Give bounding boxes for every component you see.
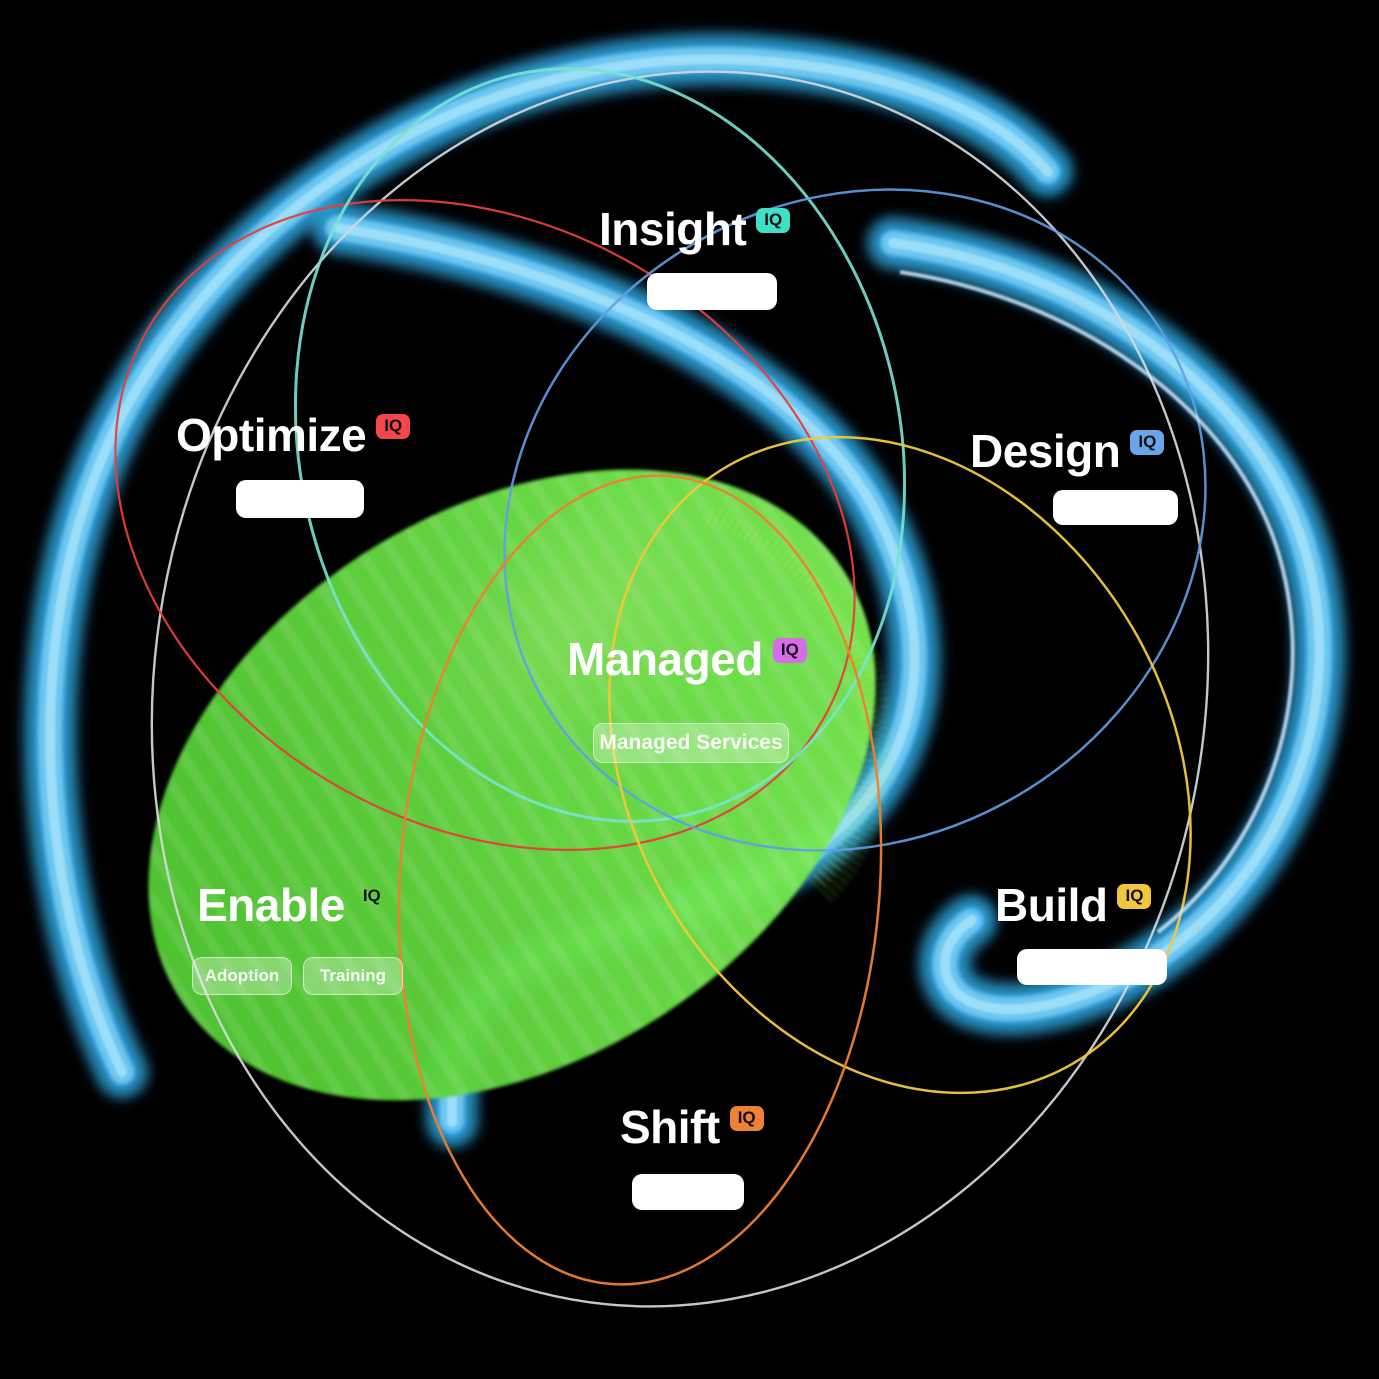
build-title: Build (995, 879, 1108, 931)
insight-iq-badge: IQ (756, 208, 791, 233)
orbit-outline-orange (397, 474, 883, 1286)
enable-iq-superscript: IQ (362, 886, 381, 905)
orbit-outline-yellow (608, 435, 1192, 1095)
insight-title: Insight (599, 203, 747, 255)
node-label-optimize: Optimize IQ (176, 409, 411, 461)
adoption-pill[interactable]: Adoption (192, 957, 292, 995)
managed-title: Managed (567, 633, 763, 685)
shift-pill[interactable] (632, 1174, 744, 1210)
optimize-title: Optimize (176, 409, 367, 461)
orbit-outline-white (150, 70, 1210, 1308)
green-edge-speckle-2 (706, 506, 880, 889)
design-iq-badge: IQ (1130, 430, 1165, 455)
orbit-outline-red (114, 199, 856, 851)
orbit-outline-blue (503, 188, 1207, 852)
node-label-enable: Enable IQ (197, 882, 389, 928)
node-label-insight: Insight IQ (599, 203, 791, 255)
build-pill[interactable] (1017, 949, 1167, 985)
design-pill[interactable] (1053, 490, 1178, 525)
training-pill[interactable]: Training (303, 957, 403, 995)
node-label-shift: Shift IQ (620, 1104, 764, 1150)
enable-title: Enable (197, 879, 345, 931)
design-loop-highlight-line (899, 270, 1295, 934)
managed-iq-badge: IQ (772, 638, 807, 663)
node-label-managed: Managed IQ (567, 636, 807, 682)
spray-arc-outer (21, 30, 1077, 1101)
node-label-build: Build IQ (995, 879, 1152, 931)
node-label-design: Design IQ (970, 425, 1165, 477)
build-iq-badge: IQ (1117, 884, 1152, 909)
shift-iq-badge: IQ (729, 1106, 764, 1131)
design-title: Design (970, 425, 1121, 477)
optimize-pill[interactable] (236, 480, 364, 518)
insight-pill[interactable] (647, 273, 777, 310)
managed-services-pill[interactable]: Managed Services (593, 723, 789, 763)
spray-arc-design-loop (864, 214, 1349, 1039)
shift-title: Shift (620, 1101, 720, 1153)
optimize-iq-badge: IQ (376, 414, 411, 439)
